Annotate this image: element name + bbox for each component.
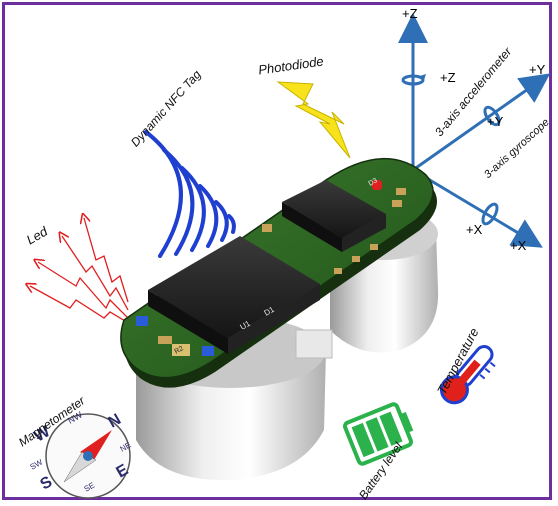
lightning-bolt-icon	[276, 81, 351, 159]
nfc-chip	[282, 180, 386, 238]
main-chip	[148, 236, 320, 338]
compass-icon: N S E W NE NW SE SW	[29, 409, 133, 499]
x-axis-label: +X	[510, 238, 527, 253]
nfc-waves-icon	[144, 130, 236, 258]
compass-sw: SW	[29, 457, 45, 471]
thermometer-icon	[439, 345, 496, 405]
y-axis-line	[412, 73, 551, 172]
d3-silkscreen: D3	[368, 177, 379, 188]
x-rotation-icon	[481, 202, 499, 226]
z-rotation-label: +Z	[440, 70, 456, 85]
y-rotation-icon	[483, 105, 501, 127]
axis-system	[398, 13, 551, 248]
r2-silkscreen: R2	[174, 345, 185, 356]
z-rotation-icon	[401, 74, 426, 86]
x-rotation-label: +X	[466, 222, 483, 237]
photodiode-component	[372, 180, 382, 190]
z-axis-label: +Z	[402, 6, 418, 21]
pcb-board: U1 D1 R2 D3	[120, 157, 438, 388]
outer-frame	[2, 2, 552, 500]
led-light-rays-icon	[30, 218, 131, 325]
battery-icon	[343, 402, 414, 466]
led-component	[136, 316, 148, 326]
y-axis-label: +Y	[529, 62, 546, 77]
y-rotation-label: +Y	[487, 114, 504, 129]
x-axis-line	[412, 168, 543, 248]
